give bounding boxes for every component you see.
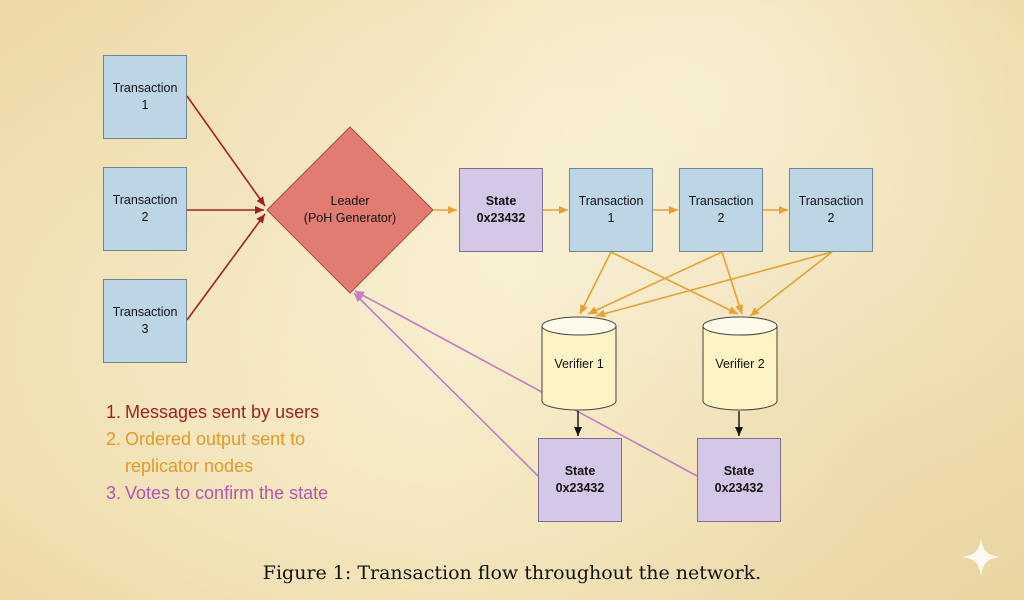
sparkle-icon [962,538,1000,576]
input-transaction-2: Transaction 2 [103,167,187,251]
vote-arrow-1 [353,292,539,477]
fanout-tx3-verifier2 [749,251,833,317]
verifier-2-state-box: State 0x23432 [697,438,781,522]
vote-arrow-2 [354,290,698,477]
fanout-tx1-verifier1 [579,251,612,315]
verifier-2-label: Verifier 2 [715,357,765,371]
user-arrow-1 [186,95,266,207]
chain-state-box: State 0x23432 [459,168,543,252]
legend-item-votes: 3. Votes to confirm the state [106,480,328,507]
legend-number: 2. [106,429,122,449]
legend-text: Votes to confirm the state [125,483,329,503]
fanout-tx3-verifier1 [595,251,833,318]
fanout-tx2-verifier1 [587,251,723,315]
legend-text: Ordered output sent to replicator nodes [125,429,306,476]
verifier-1-cylinder [541,316,617,411]
leader-label: Leader (PoH Generator) [303,194,397,225]
input-transaction-1: Transaction 1 [103,55,187,139]
leader-diamond [266,126,434,294]
legend: 1. Messages sent by users 2. Ordered out… [106,399,328,507]
chain-transaction-2: Transaction 2 [679,168,763,252]
legend-item-user-messages: 1. Messages sent by users [106,399,328,426]
fanout-tx2-verifier2 [721,251,744,315]
legend-item-ordered-output: 2. Ordered output sent to replicator nod… [106,426,328,480]
legend-number: 3. [106,483,122,503]
user-arrow-3 [186,213,266,321]
chain-transaction-1: Transaction 1 [569,168,653,252]
verifier-2-cylinder [702,316,778,411]
figure-caption: Figure 1: Transaction flow throughout th… [262,562,762,584]
verifier-1-state-box: State 0x23432 [538,438,622,522]
legend-number: 1. [106,402,122,422]
legend-text: Messages sent by users [125,402,320,422]
input-transaction-3: Transaction 3 [103,279,187,363]
chain-transaction-3: Transaction 2 [789,168,873,252]
verifier-1-label: Verifier 1 [554,357,604,371]
fanout-tx1-verifier2 [610,251,739,315]
